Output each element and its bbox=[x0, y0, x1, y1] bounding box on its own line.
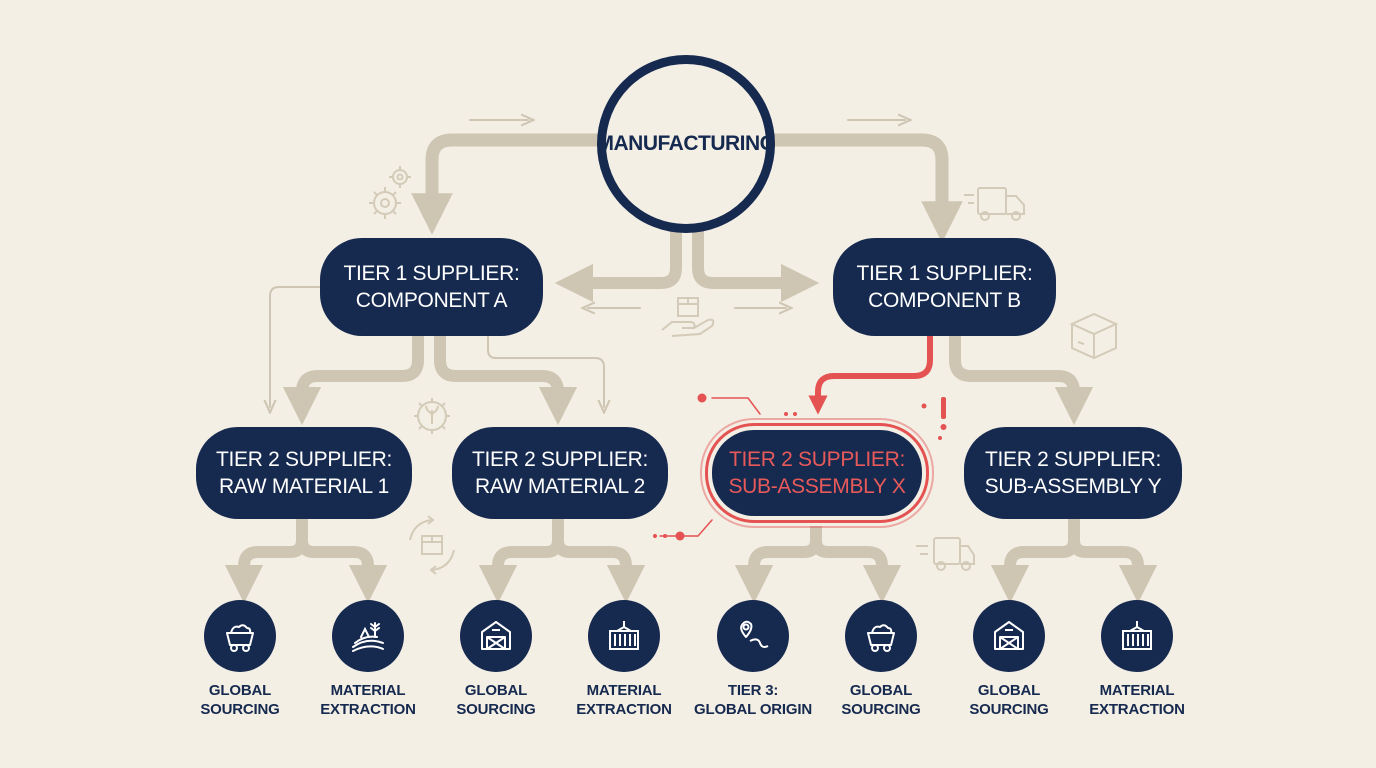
connector-hub-to-component-a bbox=[411, 133, 607, 235]
gears-icon bbox=[369, 166, 411, 219]
field-crop-icon bbox=[352, 622, 384, 652]
leaf-label-line2: SOURCING bbox=[456, 701, 536, 718]
tier2-node-sub-assembly-x[interactable]: TIER 2 SUPPLIER: SUB-ASSEMBLY X bbox=[712, 430, 922, 516]
shipping-container-icon bbox=[1122, 621, 1152, 650]
tier2-line1: TIER 2 SUPPLIER: bbox=[728, 448, 906, 471]
tier1-line1: TIER 1 SUPPLIER: bbox=[856, 262, 1033, 285]
leaf-label-3: GLOBAL SOURCING bbox=[426, 681, 566, 719]
leaf-label-line2: SOURCING bbox=[841, 701, 921, 718]
shipping-container-icon bbox=[609, 621, 639, 650]
tier2-node-raw-material-2[interactable]: TIER 2 SUPPLIER: RAW MATERIAL 2 bbox=[452, 427, 668, 519]
delivery-truck-icon bbox=[964, 187, 1025, 221]
hub-manufacturing[interactable]: MANUFACTURING bbox=[596, 55, 776, 233]
leaf-label-line1: GLOBAL bbox=[977, 682, 1041, 699]
leaf-label-line1: GLOBAL bbox=[208, 682, 272, 699]
connector-hub-down-right bbox=[692, 226, 820, 303]
connector-b-to-sub-assembly-y bbox=[949, 328, 1094, 426]
connector-hub-down-left bbox=[554, 226, 682, 303]
leaf-label-line1: TIER 3: bbox=[727, 682, 779, 699]
delivery-truck-icon-right bbox=[916, 537, 975, 571]
tier2-line2: RAW MATERIAL 1 bbox=[218, 475, 390, 498]
leaf-node-5[interactable] bbox=[717, 600, 789, 672]
leaf-label-5: TIER 3: GLOBAL ORIGIN bbox=[683, 681, 823, 719]
mine-cart-icon bbox=[226, 624, 254, 652]
leaf-node-3[interactable] bbox=[460, 600, 532, 672]
leaf-node-2[interactable] bbox=[332, 600, 404, 672]
leaf-label-4: MATERIAL EXTRACTION bbox=[554, 681, 694, 719]
leaf-label-line2: EXTRACTION bbox=[576, 701, 672, 718]
thin-connector-left bbox=[270, 286, 321, 407]
tier2-line2: SUB-ASSEMBLY Y bbox=[984, 475, 1162, 498]
barn-icon bbox=[481, 621, 511, 650]
leaf-label-line1: MATERIAL bbox=[330, 682, 406, 699]
leaf-label-line1: MATERIAL bbox=[1099, 682, 1175, 699]
tier2-line1: TIER 2 SUPPLIER: bbox=[984, 448, 1162, 471]
alert-connector-b-to-sub-assembly-x bbox=[808, 331, 933, 415]
tier2-line2: RAW MATERIAL 2 bbox=[474, 475, 646, 498]
leaf-node-6[interactable] bbox=[845, 600, 917, 672]
leaf-label-7: GLOBAL SOURCING bbox=[939, 681, 1079, 719]
recycle-box-icon bbox=[409, 515, 455, 575]
connector-a-to-raw-material-1 bbox=[282, 328, 424, 426]
leaf-label-line2: SOURCING bbox=[200, 701, 280, 718]
tier1-line1: TIER 1 SUPPLIER: bbox=[343, 262, 520, 285]
box-icon bbox=[1069, 312, 1119, 360]
leaf-label-1: GLOBAL SOURCING bbox=[170, 681, 310, 719]
tier2-line1: TIER 2 SUPPLIER: bbox=[215, 448, 393, 471]
tier1-line2: COMPONENT A bbox=[355, 289, 508, 312]
mine-cart-icon bbox=[867, 624, 895, 652]
alert-line-top-left bbox=[711, 397, 761, 415]
tier2-line2: SUB-ASSEMBLY X bbox=[728, 475, 906, 498]
hand-package-icon bbox=[661, 297, 715, 337]
leaf-label-8: MATERIAL EXTRACTION bbox=[1067, 681, 1207, 719]
leaf-label-line2: EXTRACTION bbox=[1089, 701, 1185, 718]
alert-line-bottom-left bbox=[659, 519, 713, 537]
tier1-node-component-a[interactable]: TIER 1 SUPPLIER: COMPONENT A bbox=[320, 238, 543, 336]
connector-hub-to-component-b bbox=[768, 133, 963, 243]
thin-connector-center bbox=[487, 334, 604, 407]
tier2-line1: TIER 2 SUPPLIER: bbox=[471, 448, 649, 471]
barn-icon bbox=[994, 621, 1024, 650]
eco-gear-icon bbox=[414, 398, 450, 434]
leaf-label-line1: GLOBAL bbox=[849, 682, 913, 699]
tier2-node-raw-material-1[interactable]: TIER 2 SUPPLIER: RAW MATERIAL 1 bbox=[196, 427, 412, 519]
leaf-label-line1: MATERIAL bbox=[586, 682, 662, 699]
leaf-label-line2: GLOBAL ORIGIN bbox=[694, 701, 812, 718]
leaf-label-2: MATERIAL EXTRACTION bbox=[298, 681, 438, 719]
tier2-node-sub-assembly-y[interactable]: TIER 2 SUPPLIER: SUB-ASSEMBLY Y bbox=[964, 427, 1182, 519]
hub-label: MANUFACTURING bbox=[596, 132, 776, 155]
connector-a-to-raw-material-2 bbox=[434, 328, 578, 426]
tier1-line2: COMPONENT B bbox=[868, 289, 1021, 312]
tier1-node-component-b[interactable]: TIER 1 SUPPLIER: COMPONENT B bbox=[833, 238, 1056, 336]
leaf-label-6: GLOBAL SOURCING bbox=[811, 681, 951, 719]
leaf-label-line2: EXTRACTION bbox=[320, 701, 416, 718]
leaf-node-7[interactable] bbox=[973, 600, 1045, 672]
leaf-label-line2: SOURCING bbox=[969, 701, 1049, 718]
leaf-node-8[interactable] bbox=[1101, 600, 1173, 672]
leaf-node-1[interactable] bbox=[204, 600, 276, 672]
map-pin-route-icon bbox=[740, 620, 769, 648]
leaf-label-line1: GLOBAL bbox=[464, 682, 528, 699]
leaf-node-4[interactable] bbox=[588, 600, 660, 672]
